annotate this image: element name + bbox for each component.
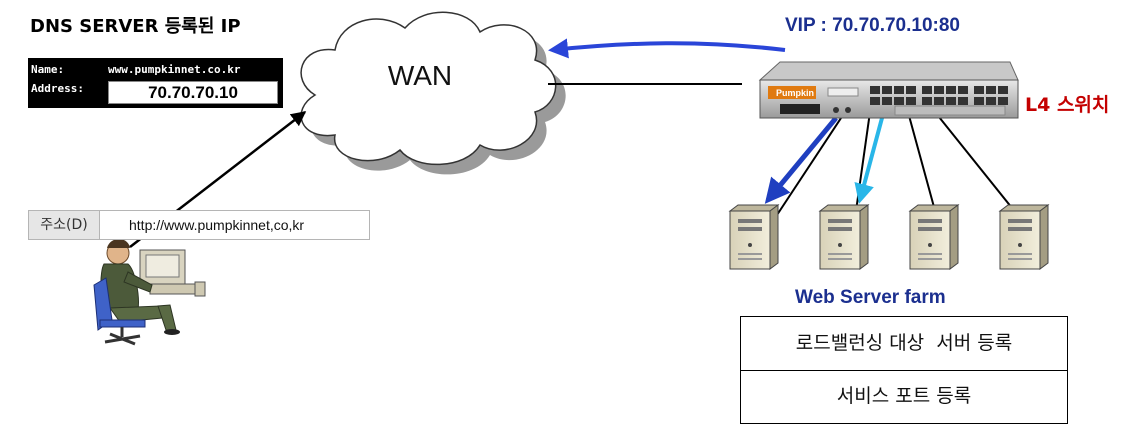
config-row-server-registration: 로드밸런싱 대상 서버 등록 [741, 317, 1067, 371]
dns-name-value: www.pumpkinnet.co.kr [108, 63, 241, 76]
vip-label: VIP : 70.70.70.10:80 [785, 15, 960, 36]
browser-address-bar[interactable]: 주소(D) http://www.pumpkinnet,co,kr [28, 210, 370, 240]
server-icon [728, 204, 780, 270]
user-at-computer-icon [93, 239, 206, 346]
server-icon [998, 204, 1050, 270]
lb-arrow-primary [764, 116, 838, 204]
dns-name-label: Name: [31, 63, 65, 76]
l4-switch-label: L4 스위치 [1025, 94, 1110, 116]
switch-server-links [774, 111, 1021, 219]
server-icon [908, 204, 960, 270]
dns-address-label: Address: [31, 82, 84, 95]
switch-brand-label: Pumpkin [776, 88, 814, 98]
address-label: 주소(D) [29, 211, 100, 239]
server-icon [818, 204, 870, 270]
config-row-service-port: 서비스 포트 등록 [836, 385, 972, 407]
dns-title: DNS SERVER 등록된 IP [30, 16, 241, 37]
wan-cloud [300, 11, 566, 175]
web-server-farm-title: Web Server farm [795, 287, 946, 308]
address-url[interactable]: http://www.pumpkinnet,co,kr [129, 217, 305, 233]
lb-arrow-secondary [854, 117, 884, 204]
dns-lookup-panel: Name: www.pumpkinnet.co.kr Address: 70.7… [28, 58, 283, 108]
l4-switch-device: Pumpkin [758, 61, 1019, 119]
wan-label: WAN [387, 60, 453, 91]
vip-arrow [548, 38, 786, 59]
dns-address-value: 70.70.70.10 [108, 81, 278, 104]
config-table: 로드밸런싱 대상 서버 등록 서비스 포트 등록 [740, 316, 1068, 424]
